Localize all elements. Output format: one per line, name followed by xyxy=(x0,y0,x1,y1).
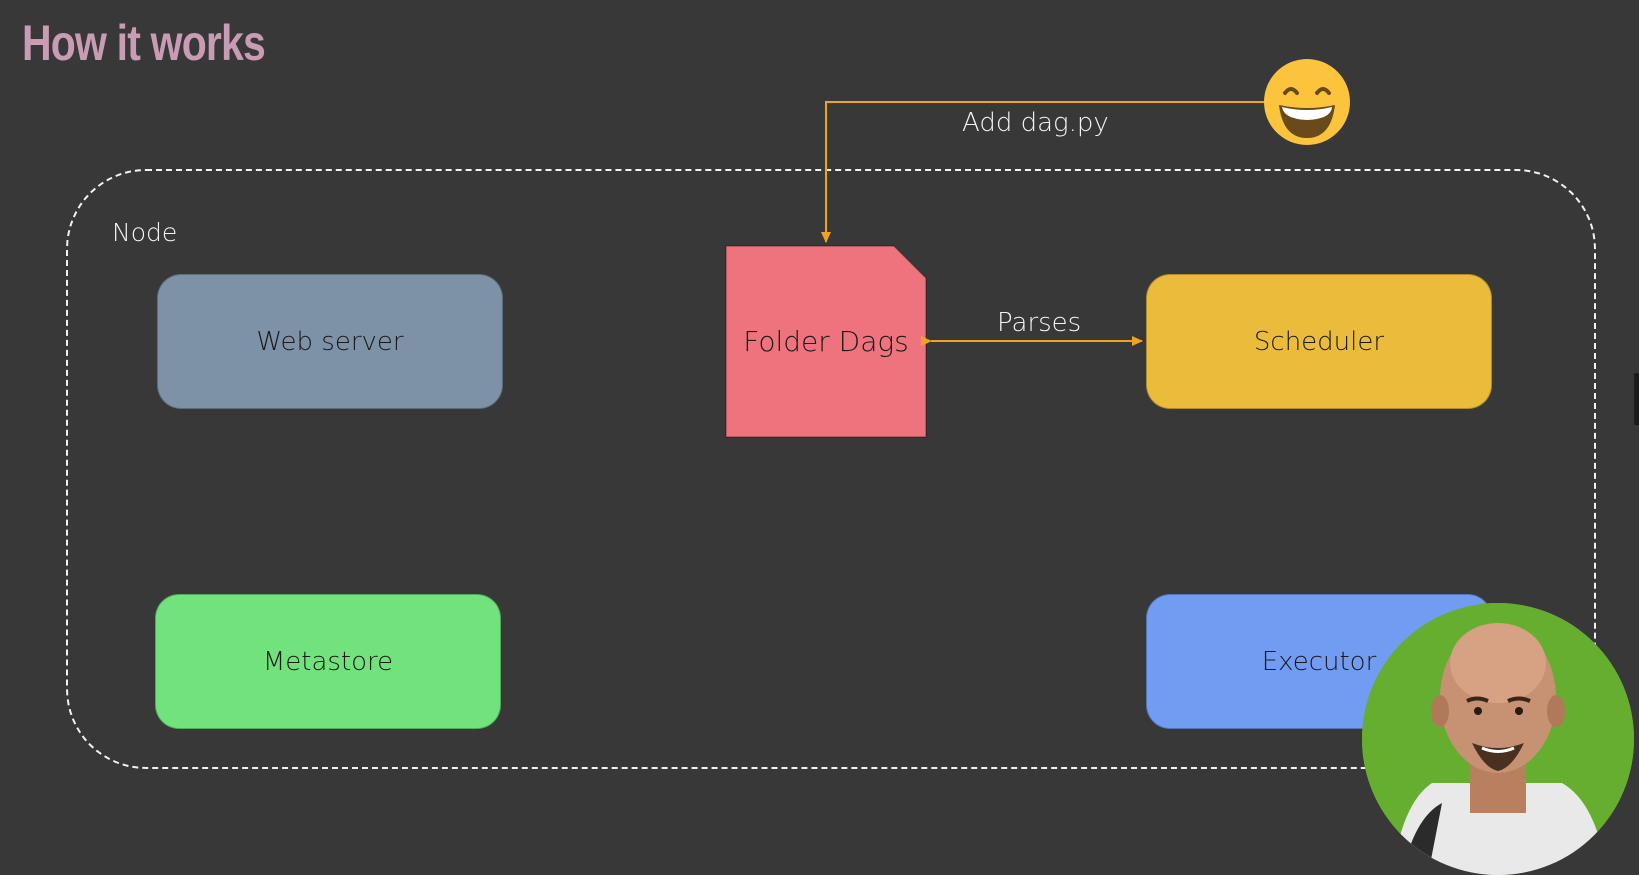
window-edge-handle xyxy=(1634,373,1639,425)
add-dag-label: Add dag.py xyxy=(962,108,1109,138)
presenter-avatar-icon xyxy=(1362,603,1634,875)
grinning-face-icon xyxy=(1264,59,1350,145)
add-dag-arrow xyxy=(821,101,1266,243)
diagram-connectors xyxy=(725,101,1266,438)
folder-dags-shape[interactable] xyxy=(725,245,927,438)
presenter-webcam xyxy=(1362,603,1634,875)
node-label: Node xyxy=(112,218,178,247)
scheduler-label: Scheduler xyxy=(1253,326,1385,357)
parses-label: Parses xyxy=(997,308,1082,338)
metastore-label: Metastore xyxy=(262,646,394,677)
metastore-box[interactable]: Metastore xyxy=(155,594,501,729)
executor-label: Executor xyxy=(1261,646,1377,677)
folder-dags-label: Folder Dags xyxy=(743,324,909,358)
scheduler-box[interactable]: Scheduler xyxy=(1146,274,1492,409)
web-server-label: Web server xyxy=(256,326,404,357)
slide-title: How it works xyxy=(22,15,266,71)
web-server-box[interactable]: Web server xyxy=(157,274,503,409)
node-boundary xyxy=(66,169,1596,769)
